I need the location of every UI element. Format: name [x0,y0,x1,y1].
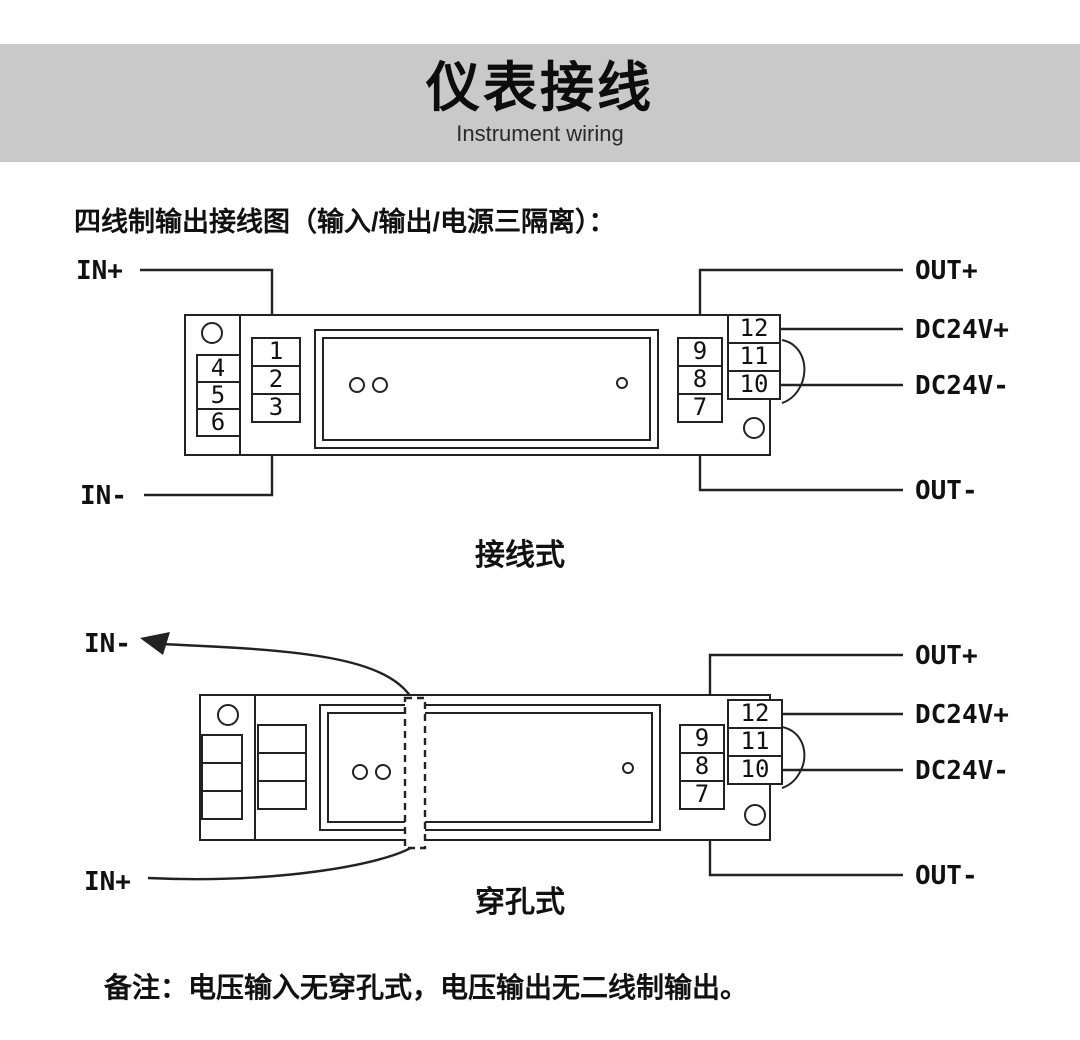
arrowhead-icon [140,632,170,655]
mounting-hole-icon [744,804,766,826]
terminal-box [196,354,241,383]
terminal-11-label: 11 [740,342,769,370]
wire-in-plus-curve [147,844,415,881]
terminal-8-label: 8 [695,752,709,780]
terminal-box [677,393,723,423]
terminal-1-label: 1 [269,337,283,365]
wire-in-minus-curve [159,642,417,705]
terminal-7-label: 7 [693,393,707,421]
terminal-10-label: 10 [740,370,769,398]
terminal-12-label: 12 [741,699,770,727]
terminal-box [257,752,307,782]
through-hole-wiring-diagram: 9 8 7 12 11 10 IN- IN+ OUT+ DC24V+ DC24V… [84,629,1009,919]
terminal-9-label: 9 [693,337,707,365]
terminal-box [679,780,725,810]
terminal-7-label: 7 [695,780,709,808]
display-window-outer [314,329,659,449]
terminal-box [201,762,243,792]
terminal-4-label: 4 [211,354,225,382]
label-dc24v-plus: DC24V+ [915,315,1009,345]
label-dc24v-plus: DC24V+ [915,700,1009,730]
terminal-wiring-diagram: 4 5 6 1 2 3 9 8 7 12 11 10 IN+ IN- OUT+ … [76,256,1009,572]
label-out-minus: OUT- [915,476,978,506]
indicator-circle [352,764,368,780]
mounting-hole-icon [217,704,239,726]
terminal-box [257,724,307,754]
display-window-outer [319,704,661,831]
terminal-box [251,337,301,367]
terminal-8-label: 8 [693,365,707,393]
label-in-plus: IN+ [76,256,123,286]
terminal-11-label: 11 [741,727,770,755]
indicator-dot [622,762,634,774]
page-title: 仪表接线 [426,58,654,119]
terminal-box [727,370,781,400]
terminal-box [679,724,725,754]
label-dc24v-minus: DC24V- [915,371,1009,401]
terminal-2-label: 2 [269,365,283,393]
display-window-inner [322,337,651,441]
indicator-circle [372,377,388,393]
diagram-intro-text: 四线制输出接线图（输入/输出/电源三隔离）： [74,207,616,237]
terminal-box [679,752,725,782]
din-clip [781,339,806,404]
terminal-10-label: 10 [741,755,770,783]
terminal-box [251,365,301,395]
terminal-12-label: 12 [740,314,769,342]
label-out-plus: OUT+ [915,256,978,286]
terminal-box [727,727,783,757]
label-in-minus: IN- [84,629,131,659]
terminal-box [196,381,241,410]
terminal-box [727,755,783,785]
display-window-inner [327,712,653,823]
din-clip [781,726,806,789]
mounting-hole-icon [201,322,223,344]
label-in-minus: IN- [80,481,127,511]
label-dc24v-minus: DC24V- [915,756,1009,786]
page-subtitle: Instrument wiring [456,120,624,146]
terminal-6-label: 6 [211,408,225,436]
indicator-circle [349,377,365,393]
label-out-plus: OUT+ [915,641,978,671]
terminal-5-label: 5 [211,381,225,409]
label-in-plus: IN+ [84,867,131,897]
terminal-box [196,408,241,437]
remark-text: 备注：电压输入无穿孔式，电压输出无二线制输出。 [104,972,749,1003]
through-hole [403,696,427,850]
terminal-box [251,393,301,423]
mounting-hole-icon [743,417,765,439]
diagram-caption: 接线式 [475,539,565,572]
page-header: 仪表接线 Instrument wiring [0,44,1080,162]
terminal-box [257,780,307,810]
terminal-3-label: 3 [269,393,283,421]
terminal-box [201,734,243,764]
terminal-box [201,790,243,820]
terminal-box [677,365,723,395]
diagram-caption: 穿孔式 [475,885,565,919]
label-out-minus: OUT- [915,861,978,891]
terminal-9-label: 9 [695,724,709,752]
indicator-circle [375,764,391,780]
indicator-dot [616,377,628,389]
